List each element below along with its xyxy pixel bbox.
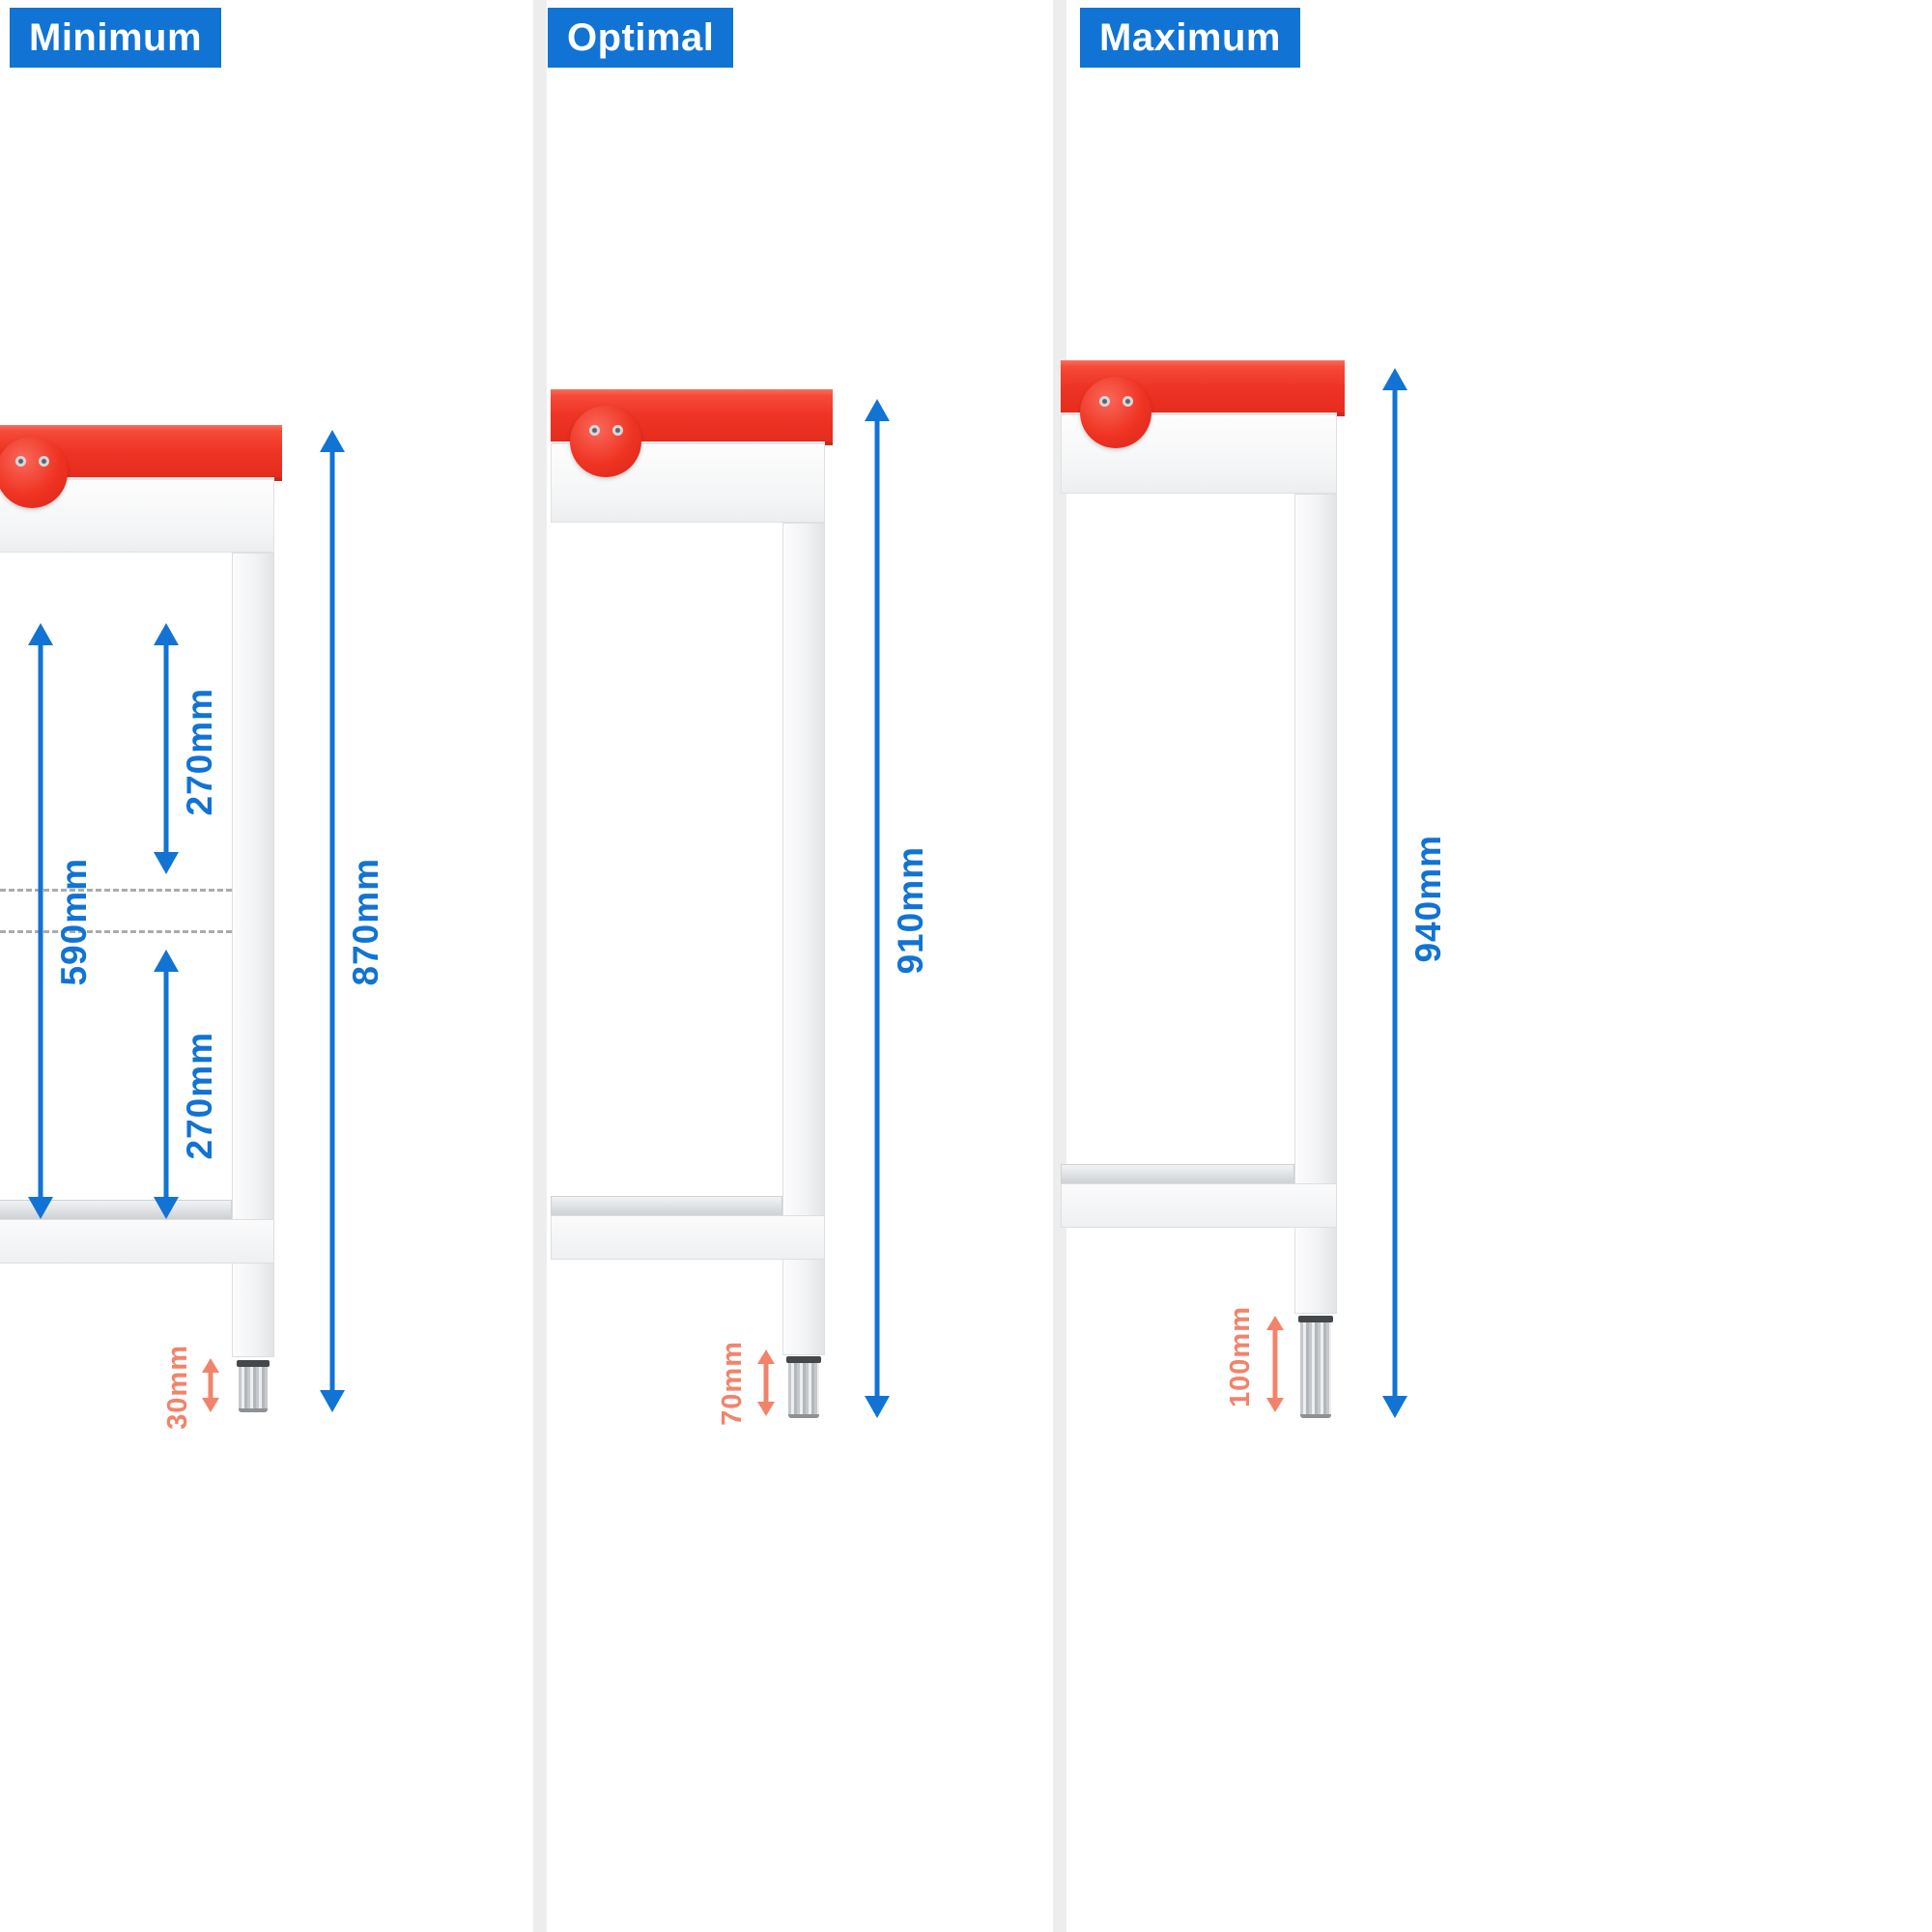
panel-title-badge: Minimum (10, 8, 222, 68)
screw-icon (1099, 396, 1110, 407)
dimension-label-foot: 100mm (1225, 1306, 1256, 1407)
dimension-arrow-total (318, 430, 347, 1412)
table-lower-rail (0, 1219, 274, 1264)
table-lower-rail (551, 1215, 825, 1260)
adjustable-foot (1298, 1316, 1333, 1418)
table-shelf (551, 1196, 782, 1215)
dimension-arrow-clearance (26, 623, 55, 1219)
dimension-arrow-upper (152, 623, 181, 874)
screw-icon (589, 425, 600, 436)
mounting-disc (1080, 377, 1151, 448)
panel-title: Optimal (567, 15, 715, 59)
mounting-disc (570, 406, 641, 477)
screw-icon (39, 456, 49, 467)
mounting-disc (0, 437, 68, 508)
dashed-reference-line (0, 889, 232, 892)
dimension-label-total: 940mm (1408, 835, 1448, 963)
table-lower-rail (1061, 1183, 1337, 1228)
dimension-arrow-foot (753, 1350, 779, 1416)
screw-icon (1122, 396, 1133, 407)
adjustable-foot (237, 1360, 270, 1412)
foot-cap (786, 1356, 821, 1363)
dimension-arrow-total (863, 399, 892, 1418)
table-leg (1294, 494, 1337, 1314)
dimension-arrow-total (1380, 368, 1409, 1418)
table-shelf (1061, 1164, 1294, 1183)
screw-icon (15, 456, 26, 467)
panel-title: Minimum (29, 15, 203, 59)
foot-cap (1298, 1316, 1333, 1322)
panel-title: Maximum (1099, 15, 1281, 59)
dimension-arrow-foot (1263, 1316, 1288, 1412)
screw-icon (612, 425, 623, 436)
panel-divider-left (533, 0, 547, 1932)
panel-title-badge: Optimal (548, 8, 734, 68)
dimension-arrow-lower (152, 950, 181, 1219)
foot-cap (237, 1360, 270, 1367)
dimension-arrow-foot (198, 1358, 223, 1412)
adjustable-foot (786, 1356, 821, 1418)
dashed-reference-line (0, 930, 232, 933)
panel-title-badge: Maximum (1080, 8, 1300, 68)
